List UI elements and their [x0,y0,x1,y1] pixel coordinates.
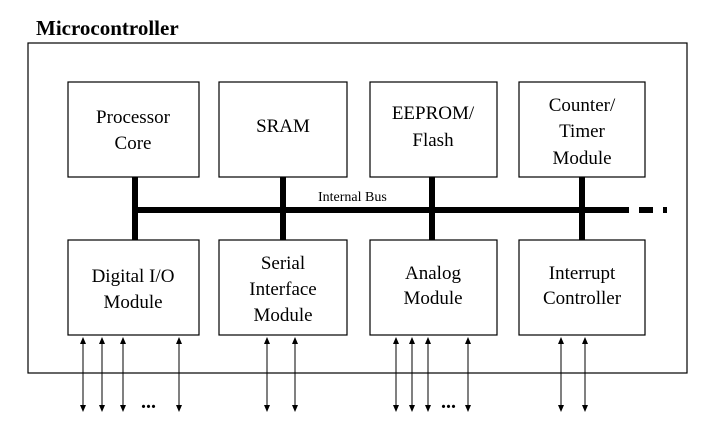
block-label: SRAM [256,116,310,137]
block-label: Module [403,288,462,309]
block-label: Module [103,292,162,313]
more-pins-ellipsis: ... [441,391,456,413]
block-label: Processor [96,107,171,128]
io-pin-arrow [558,337,564,412]
io-pin-arrow [99,337,105,412]
block-label: Flash [412,130,454,151]
io-pin-arrow [120,337,126,412]
block-label: Digital I/O [92,266,175,287]
diagram-title: Microcontroller [36,16,179,40]
io-pins [80,337,588,412]
block-label: Counter/ [549,95,616,116]
io-pin-arrow [80,337,86,412]
block-digital-io: Digital I/O Module [67,239,200,336]
block-processor-core: Processor Core [67,81,200,178]
block-label: Module [552,148,611,169]
microcontroller-boundary [27,42,688,374]
io-pin-arrow [393,337,399,412]
block-label: Core [115,133,152,154]
block-label: Interface [249,279,317,300]
more-pins-ellipsis: ... [141,391,156,413]
io-pin-arrow [176,337,182,412]
block-counter-timer: Counter/ Timer Module [518,81,646,178]
io-pin-arrow [465,337,471,412]
block-label: Timer [559,121,605,142]
io-pin-arrow [425,337,431,412]
internal-bus-label: Internal Bus [318,190,387,205]
io-pin-arrow [292,337,298,412]
block-analog-module: Analog Module [369,239,498,336]
io-pin-arrow [264,337,270,412]
block-label: Interrupt [549,263,616,284]
block-label: EEPROM/ [392,103,475,124]
block-interrupt-controller: Interrupt Controller [518,239,646,336]
block-serial-interface: Serial Interface Module [218,239,348,336]
block-eeprom-flash: EEPROM/ Flash [369,81,498,178]
block-label: Analog [405,263,461,284]
block-label: Controller [543,288,622,309]
block-sram: SRAM [218,81,348,178]
block-label: Module [253,305,312,326]
block-label: Serial [261,253,305,274]
io-pin-arrow [409,337,415,412]
io-pin-arrow [582,337,588,412]
